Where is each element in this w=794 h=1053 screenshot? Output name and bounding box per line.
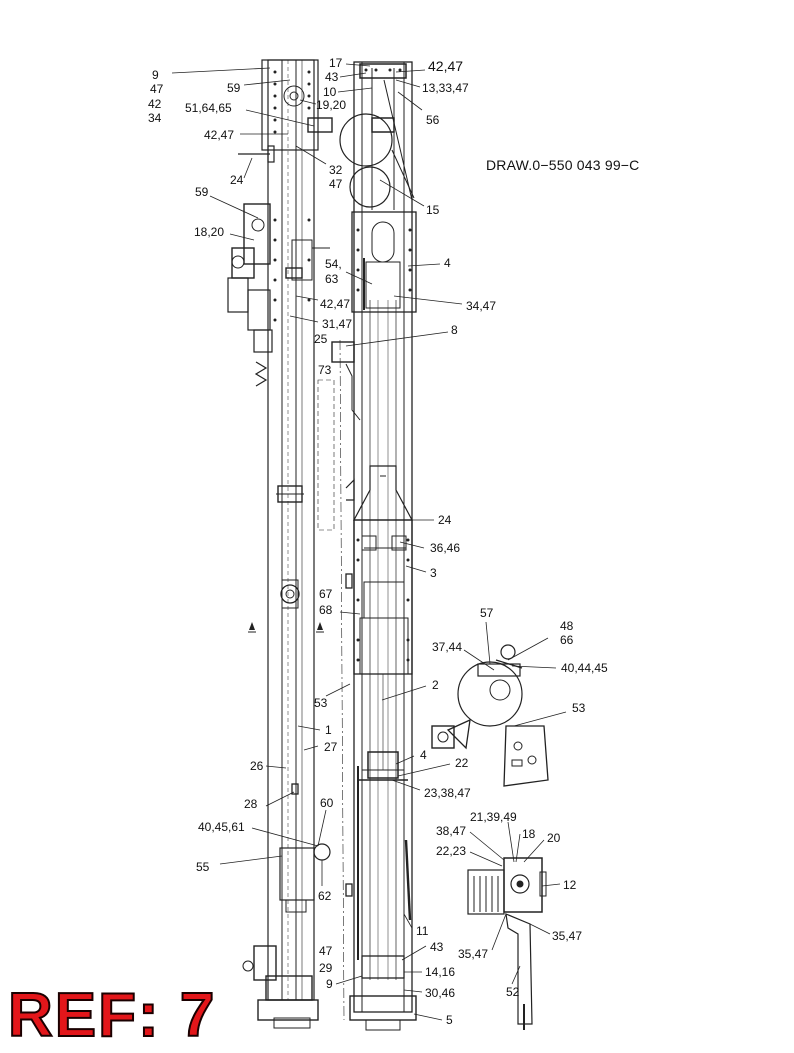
callout-label: 42	[148, 97, 162, 111]
callout-label: 35,47	[458, 947, 489, 961]
callout-label: 51,64,65	[185, 101, 232, 115]
callout-label: 36,46	[430, 541, 461, 555]
callout-label: 14,16	[425, 965, 456, 979]
callout-label: 4	[444, 256, 451, 270]
callout-label: 5	[446, 1013, 453, 1027]
callout-label: 38,47	[436, 824, 467, 838]
callout-label: 47	[329, 177, 343, 191]
callout-label: 47	[319, 944, 333, 958]
callout-label: 62	[318, 889, 332, 903]
callout-label: 47	[150, 82, 164, 96]
callout-label: 18,20	[194, 225, 225, 239]
callout-label: 52	[506, 985, 520, 999]
callout-label: 66	[560, 633, 574, 647]
callout-label: 53	[572, 701, 586, 715]
callout-label: 37,44	[432, 640, 463, 654]
callout-label: 30,46	[425, 986, 456, 1000]
callout-label: 56	[426, 113, 440, 127]
drum-assembly	[431, 644, 549, 787]
callout-label: 24	[438, 513, 452, 527]
callout-label: 8	[451, 323, 458, 337]
callout-label: 23,38,47	[424, 786, 471, 800]
callout-label: 42,47	[204, 128, 235, 142]
callout-label: 40,45,61	[198, 820, 245, 834]
callout-label: 15	[426, 203, 440, 217]
callout-label: 32	[329, 163, 343, 177]
callout-label: 1	[325, 723, 332, 737]
gearbox-assembly	[467, 857, 547, 1030]
callout-label: 10	[323, 85, 337, 99]
drawing-number: DRAW.0−550 043 99−C	[486, 157, 640, 173]
callout-label: 9	[152, 68, 159, 82]
callout-label: 59	[227, 81, 241, 95]
leader-lines	[171, 63, 567, 1021]
callout-label: 13,33,47	[422, 81, 469, 95]
callout-label: 25	[314, 332, 328, 346]
callout-label: 3	[430, 566, 437, 580]
callout-label: 42,47	[428, 58, 464, 74]
callout-label: 59	[195, 185, 209, 199]
callout-label: 43	[430, 940, 444, 954]
callout-label: 67	[319, 587, 333, 601]
callout-label: 31,47	[322, 317, 353, 331]
callout-label: 4	[420, 748, 427, 762]
callout-label: 54,	[325, 257, 342, 271]
callout-label: 19,20	[316, 98, 347, 112]
ref-badge: REF: 7	[7, 981, 217, 1050]
callout-label: 29	[319, 961, 333, 975]
callout-label: 24	[230, 173, 244, 187]
callout-label: 53	[314, 696, 328, 710]
callout-label: 27	[324, 740, 338, 754]
callout-label: 17	[329, 56, 343, 70]
callout-label: 22,23	[436, 844, 467, 858]
callout-label: 35,47	[552, 929, 583, 943]
callout-label: 55	[196, 860, 210, 874]
callout-label: 42,47	[320, 297, 351, 311]
callout-label: 48	[560, 619, 574, 633]
callout-label: 22	[455, 756, 469, 770]
callout-label: 57	[480, 606, 494, 620]
callout-label: 68	[319, 603, 333, 617]
callout-label: 12	[563, 878, 577, 892]
callout-label: 73	[318, 363, 332, 377]
callout-label: 60	[320, 796, 334, 810]
left-mast	[227, 59, 345, 1029]
callout-label: 20	[547, 831, 561, 845]
callout-label: 34,47	[466, 299, 497, 313]
callout-label: 9	[326, 977, 333, 991]
callout-label: 40,44,45	[561, 661, 608, 675]
callout-label: 26	[250, 759, 264, 773]
callout-label: 2	[432, 678, 439, 692]
callout-label: 34	[148, 111, 162, 125]
callout-label: 28	[244, 797, 258, 811]
callout-label: 43	[325, 70, 339, 84]
callout-label: 18	[522, 827, 536, 841]
callout-label: 21,39,49	[470, 810, 517, 824]
callout-label: 63	[325, 272, 339, 286]
center-mast	[331, 61, 417, 1031]
callout-label: 11	[416, 924, 429, 938]
